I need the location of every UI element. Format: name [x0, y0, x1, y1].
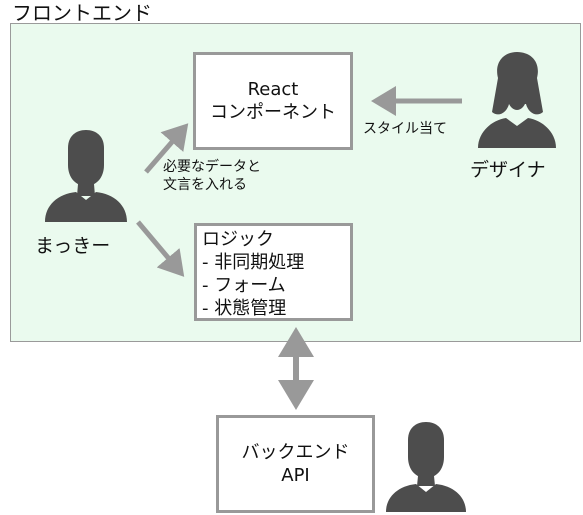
frontend-title: フロントエンド	[12, 1, 152, 25]
react-component-box: React コンポーネント	[193, 52, 353, 150]
person-label-designer: デザイナ	[470, 159, 546, 181]
person-makki-icon	[45, 130, 127, 222]
person-designer-icon	[478, 52, 556, 148]
edge-label-line1: 必要なデータと	[163, 159, 261, 175]
person-backend-icon	[386, 422, 466, 512]
arrow-makki-to-logic	[136, 220, 185, 277]
person-label-makki: まっきー	[35, 235, 111, 257]
logic-box-title: ロジック	[202, 229, 274, 250]
backend-api-box: バックエンド API	[216, 415, 375, 513]
logic-box: ロジック - 非同期処理 - フォーム - 状態管理	[194, 223, 353, 321]
react-box-line2: コンポーネント	[210, 102, 336, 123]
edge-label-designer-to-react: スタイル当て	[363, 121, 447, 137]
edge-label-line2: 文言を入れる	[163, 177, 247, 193]
logic-item-form: - フォーム	[202, 275, 286, 296]
backend-box-line1: バックエンド	[241, 442, 350, 463]
arrow-makki-to-react	[144, 123, 189, 174]
logic-item-state: - 状態管理	[202, 298, 287, 319]
edge-label-makki-to-react: 必要なデータと 文言を入れる	[163, 158, 261, 194]
react-box-line1: React	[247, 79, 299, 100]
backend-box-line2: API	[281, 465, 310, 486]
logic-item-async: - 非同期処理	[202, 252, 305, 273]
